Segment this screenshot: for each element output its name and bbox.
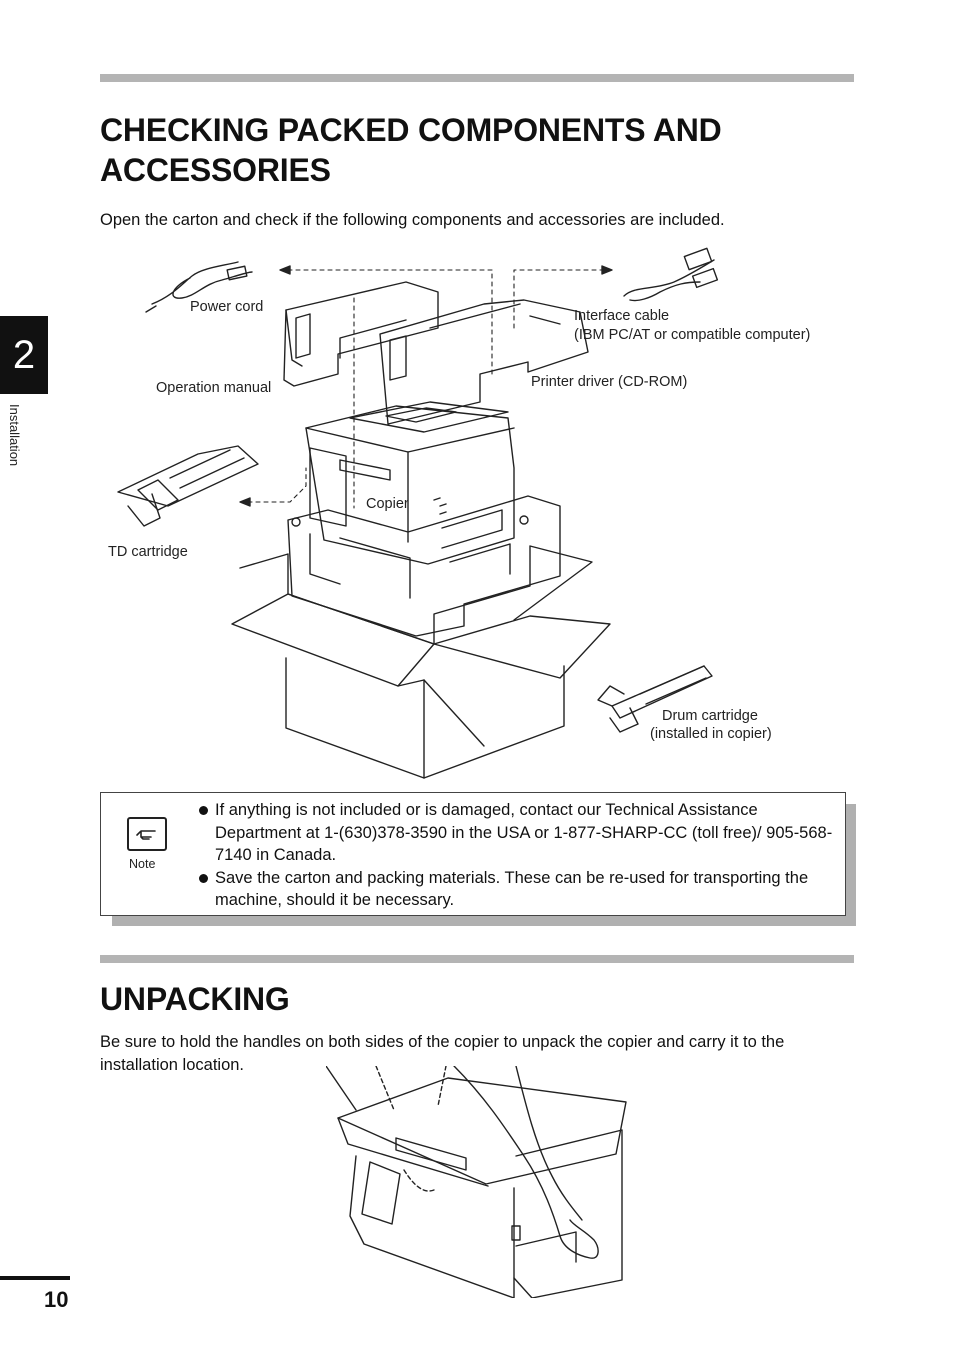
pointing-hand-icon [127, 817, 167, 851]
note-item: If anything is not included or is damage… [199, 799, 839, 867]
label-printer-driver: Printer driver (CD-ROM) [531, 374, 688, 390]
chapter-tab: 2 [0, 316, 48, 394]
label-drum-cartridge-note: (installed in copier) [650, 726, 772, 742]
unpacking-drawing [325, 1065, 627, 1299]
section-intro: Open the carton and check if the followi… [100, 211, 725, 229]
label-interface-cable: Interface cable [574, 308, 670, 324]
section-title-unpacking: UNPACKING [100, 981, 290, 1017]
components-illustration [117, 247, 719, 779]
label-power-cord: Power cord [190, 299, 264, 315]
label-interface-cable-note: (IBM PC/AT or compatible computer) [574, 327, 811, 343]
section-rule [100, 74, 854, 82]
label-operation-manual: Operation manual [156, 380, 272, 396]
label-td-cartridge: TD cartridge [108, 544, 188, 560]
unpacking-illustration [325, 1065, 636, 1299]
note-caption: Note [129, 857, 156, 871]
pointing-hand-glyph [136, 830, 156, 840]
section-rule [100, 955, 854, 963]
label-drum-cartridge: Drum cartridge [662, 708, 758, 724]
components-diagram: Power cord Interface cable (IBM PC/AT or… [100, 238, 860, 788]
note-list: If anything is not included or is damage… [199, 799, 839, 912]
label-copier: Copier [366, 496, 409, 512]
note-box: Note If anything is not included or is d… [100, 792, 846, 916]
note-item: Save the carton and packing materials. T… [199, 867, 839, 912]
unpacking-text: Be sure to hold the handles on both side… [100, 1033, 785, 1074]
page-rule [0, 1276, 70, 1280]
page-number: 10 [44, 1287, 69, 1312]
